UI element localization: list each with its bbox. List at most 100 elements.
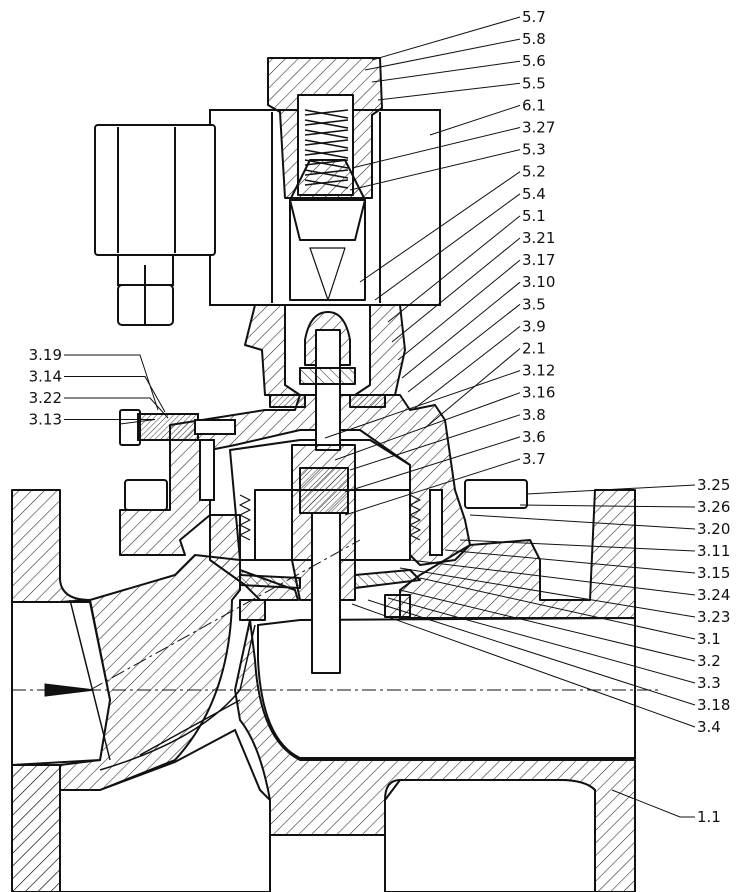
body-left-lower [11,764,61,892]
guide-tube-right [354,304,406,396]
leader-5-3 [349,149,521,191]
leader-5-7 [371,16,521,61]
vertical-bore [199,439,215,501]
label-3-23: 3.23 [697,608,730,626]
leader-lines [64,16,696,818]
label-3-11: 3.11 [697,542,730,560]
part-labels: 5.75.85.65.56.13.275.35.25.45.13.213.173… [29,8,731,826]
leader-3-22 [64,397,169,419]
leader-2-1 [424,348,521,429]
flow-arrow [44,683,96,697]
leader-3-5 [407,303,521,393]
label-3-9: 3.9 [522,317,546,335]
leader-3-9 [414,326,521,409]
label-5-1: 5.1 [522,207,546,225]
label-5-6: 5.6 [522,52,546,70]
centerlines [12,539,660,691]
leader-3-12 [324,370,521,439]
label-2-1: 2.1 [522,340,546,358]
bolts [119,409,528,556]
label-3-3: 3.3 [697,674,721,692]
leader-3-27 [351,127,521,169]
valve-body [11,489,636,892]
label-3-27: 3.27 [522,119,555,137]
label-3-12: 3.12 [522,362,555,380]
leader-3-23 [399,567,696,618]
leader-3-6 [344,436,521,493]
plunger [289,199,366,301]
spring-left [239,494,251,541]
side-fitting [137,413,199,441]
label-3-13: 3.13 [29,411,62,429]
leader-3-16 [334,392,521,461]
label-5-3: 5.3 [522,141,546,159]
leader-5-4 [374,193,521,301]
outlet-bore [257,616,636,759]
guide-tube [244,304,301,396]
label-3-15: 3.15 [697,564,730,582]
plunger-inner [309,247,346,301]
side-pipe [194,419,236,435]
pilot-stem [315,329,341,451]
pilot-seat [299,467,349,514]
leader-5-2 [359,171,521,283]
label-3-16: 3.16 [522,384,555,402]
bolt-screw [429,489,443,556]
leader-3-17 [397,259,521,361]
label-5-2: 5.2 [522,163,546,181]
leader-3-7 [344,458,521,516]
inlet-bore [11,601,112,767]
leader-6-1 [429,104,521,136]
label-5-4: 5.4 [522,185,546,203]
leader-3-3 [387,597,696,684]
label-3-21: 3.21 [522,229,555,247]
washer-left [269,394,306,408]
leader-3-21 [391,237,521,343]
leader-3-24 [409,559,696,596]
label-3-7: 3.7 [522,450,546,468]
leader-5-5 [377,82,521,101]
coil [94,109,441,326]
label-3-20: 3.20 [697,520,730,538]
leader-1-1 [611,789,695,818]
piston-left [209,514,299,601]
leader-3-15 [444,549,696,574]
label-3-14: 3.14 [29,368,62,386]
bolt-head-right [464,479,528,509]
armature [244,57,406,451]
leader-3-8 [349,414,521,471]
label-3-24: 3.24 [697,586,730,604]
center-tube [311,512,341,674]
label-3-17: 3.17 [522,251,555,269]
label-3-19: 3.19 [29,346,62,364]
label-5-7: 5.7 [522,8,546,26]
label-3-1: 3.1 [697,630,721,648]
leader-3-10 [401,281,521,379]
label-3-10: 3.10 [522,273,555,291]
leader-5-1 [387,215,521,323]
label-6-1: 6.1 [522,96,546,114]
bolt-head-left [124,479,168,511]
label-3-22: 3.22 [29,389,62,407]
seat-left [239,599,266,621]
label-3-2: 3.2 [697,652,721,670]
label-1-1: 1.1 [697,808,721,826]
leader-3-18 [367,599,696,706]
flow-lines [69,599,256,771]
bore [11,601,636,892]
label-3-6: 3.6 [522,428,546,446]
washer-right [349,394,386,408]
leader-5-8 [364,38,521,71]
stem-nut [299,367,356,385]
label-3-18: 3.18 [697,696,730,714]
seat-ring-right [354,569,421,589]
leader-3-26 [519,504,696,508]
leader-3-25 [526,484,696,495]
lower-cavity [59,728,271,892]
label-3-25: 3.25 [697,476,730,494]
leader-5-6 [371,60,521,83]
label-3-8: 3.8 [522,406,546,424]
label-3-5: 3.5 [522,295,546,313]
